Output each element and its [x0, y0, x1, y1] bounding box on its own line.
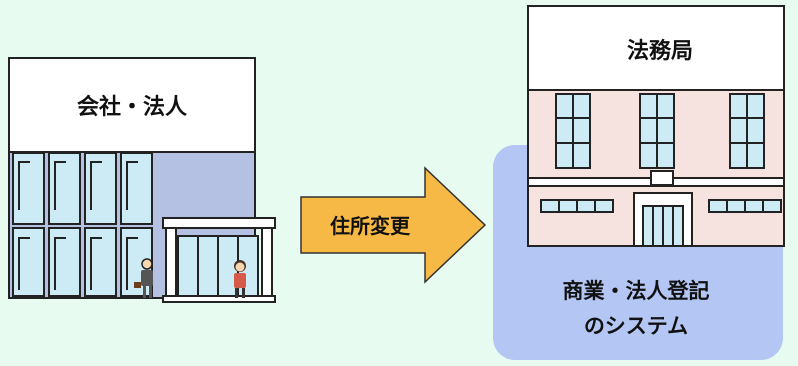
bureau-upper-windows — [555, 93, 765, 169]
bureau-entrance — [633, 192, 693, 247]
legal-bureau-label: 法務局 — [627, 38, 693, 64]
system-label-line2: のシステム — [584, 314, 688, 338]
company-label: 会社・法人 — [77, 94, 187, 120]
company-building: 会社・法人 — [8, 57, 276, 303]
address-change-label: 住所変更 — [330, 214, 411, 238]
businessman-figure — [134, 258, 153, 298]
system-label-line1: 商業・法人登記 — [563, 279, 710, 303]
legal-bureau-building — [527, 5, 785, 247]
address-change-arrow — [300, 166, 487, 284]
businesswoman-figure — [234, 260, 246, 298]
bureau-side-windows — [540, 199, 782, 213]
